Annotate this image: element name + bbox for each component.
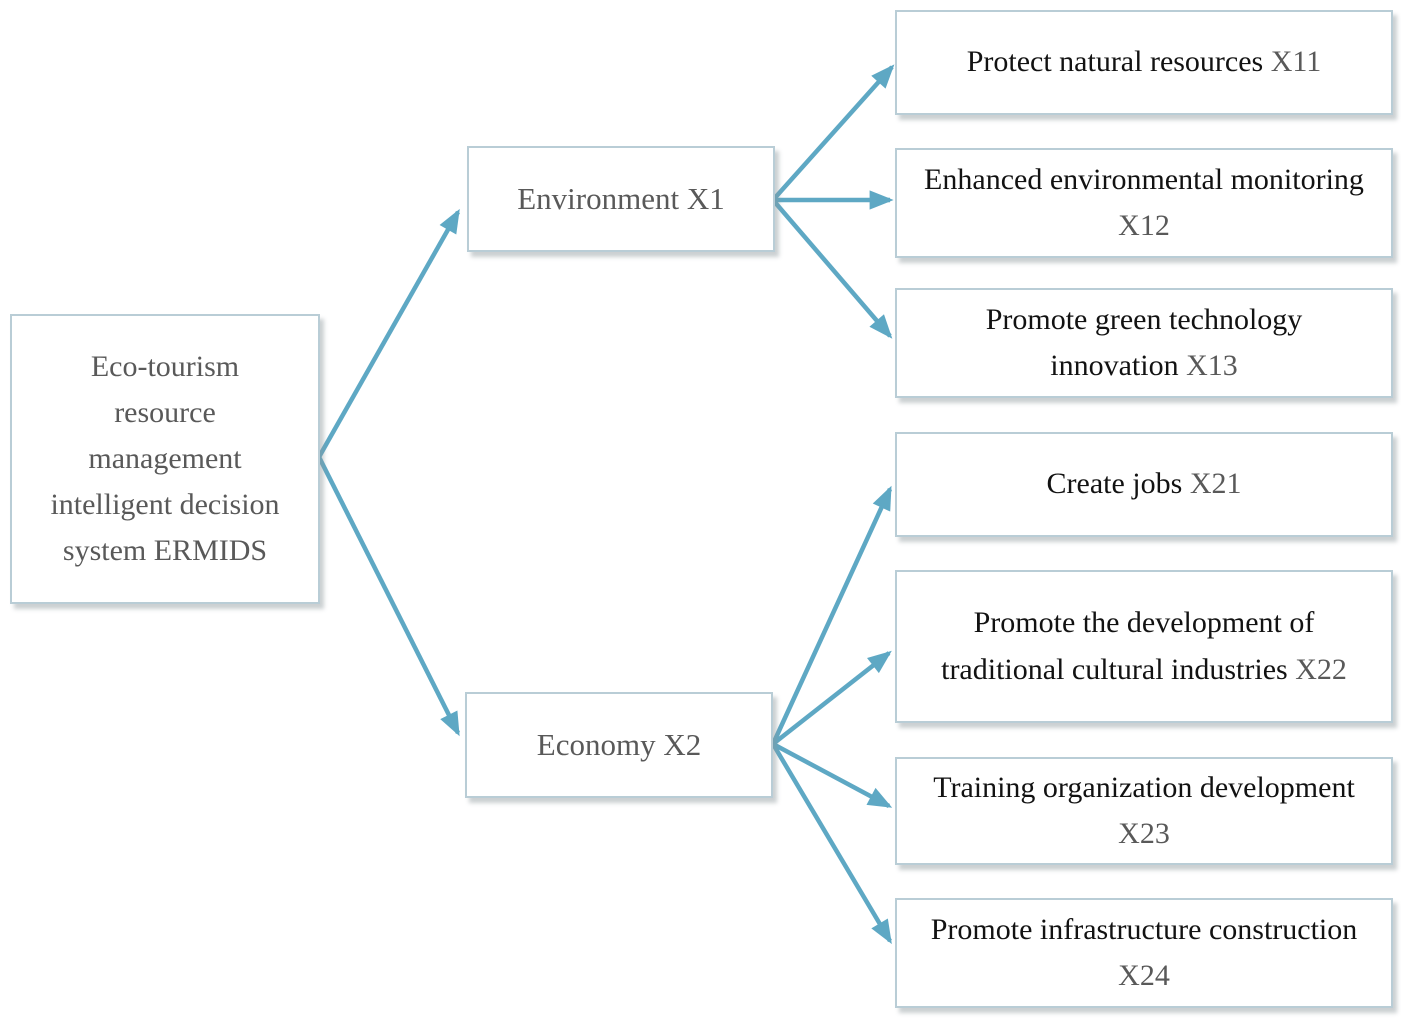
node-code: X13 (1186, 349, 1238, 382)
edge-economy-x24 (771, 742, 892, 945)
edge-environment-x13 (771, 198, 893, 339)
node-label: Economy (536, 726, 656, 762)
node-leaf-x11: Protect natural resources X11 (895, 10, 1393, 115)
node-code: X12 (1118, 209, 1170, 242)
node-leaf-x22: Promote the development of traditional c… (895, 570, 1393, 723)
edge-root-environment (317, 208, 460, 459)
node-label: Promote green technology innovation (985, 302, 1303, 383)
node-code: X21 (1189, 467, 1242, 501)
edge-economy-x22 (771, 650, 892, 746)
node-leaf-x12: Enhanced environmental monitoring X12 (895, 148, 1393, 258)
node-code: X23 (1118, 817, 1170, 850)
node-environment-x1: Environment X1 (467, 146, 775, 252)
node-economy-x2: Economy X2 (465, 692, 773, 798)
node-label: Promote the development of traditional c… (941, 606, 1315, 686)
node-code: X11 (1270, 45, 1322, 79)
node-leaf-x23: Training organization development X23 (895, 757, 1393, 865)
node-code: X2 (663, 726, 702, 762)
node-code: ERMIDS (153, 533, 268, 567)
node-label: Environment (517, 180, 680, 216)
edge-economy-x23 (771, 742, 893, 808)
edge-environment-x11 (771, 64, 895, 202)
node-label: Eco-tourism resource management intellig… (50, 350, 280, 567)
node-label: Promote infrastructure construction (930, 912, 1358, 946)
node-leaf-x13: Promote green technology innovation X13 (895, 288, 1393, 398)
node-label: Create jobs (1046, 467, 1183, 501)
node-label: Protect natural resources (966, 45, 1264, 79)
node-code: X22 (1295, 652, 1347, 686)
edge-economy-x21 (770, 485, 893, 745)
edge-root-economy (316, 455, 461, 737)
node-leaf-x21: Create jobs X21 (895, 432, 1393, 537)
node-label: Training organization development (933, 770, 1355, 804)
node-label: Enhanced environmental monitoring (924, 162, 1364, 196)
node-root-ermids: Eco-tourism resource management intellig… (10, 314, 320, 604)
node-code: X24 (1118, 959, 1170, 992)
node-leaf-x24: Promote infrastructure construction X24 (895, 898, 1393, 1008)
node-code: X1 (686, 180, 725, 216)
